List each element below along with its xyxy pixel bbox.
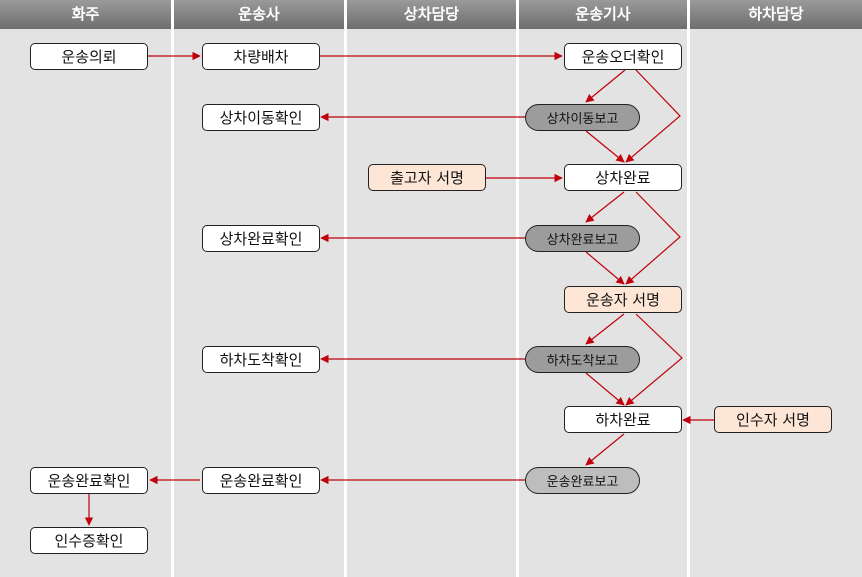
arrow-order-to-move-report	[585, 69, 626, 103]
arrow-carrier-sign-to-arrive-report	[585, 313, 625, 345]
node-loading-done-check: 상차완료확인	[202, 225, 320, 252]
node-vehicle-dispatch: 차량배차	[202, 43, 320, 70]
node-loading-done-report: 상차완료보고	[525, 225, 640, 252]
node-unloading-arrive-report: 하차도착보고	[525, 346, 640, 373]
node-shipper-sign: 출고자 서명	[368, 164, 486, 191]
arrow-move-report-to-loading-done	[585, 130, 625, 163]
node-loading-move-report: 상차이동보고	[525, 104, 640, 131]
arrow-carrier-sign-bypass-to-unloading-done	[625, 313, 683, 406]
arrow-loading-done-to-done-report	[585, 191, 625, 223]
node-carrier-sign: 운송자 서명	[564, 286, 682, 313]
node-loading-move-check: 상차이동확인	[202, 104, 320, 131]
node-carrier-complete-check: 운송완료확인	[202, 467, 320, 494]
node-order-confirm: 운송오더확인	[564, 43, 682, 70]
node-shipper-request: 운송의뢰	[30, 43, 148, 70]
arrow-done-report-to-carrier-sign	[585, 251, 625, 285]
arrow-loading-done-bypass-to-carrier-sign	[625, 191, 681, 285]
node-complete-report: 운송완료보고	[525, 467, 640, 494]
node-shipper-complete-check: 운송완료확인	[30, 467, 148, 494]
lane-header-unloading: 하차담당	[690, 0, 862, 29]
node-receiver-sign: 인수자 서명	[714, 406, 832, 433]
lane-loading: 상차담당	[347, 0, 516, 577]
lane-unloading: 하차담당	[690, 0, 862, 577]
node-loading-done: 상차완료	[564, 164, 682, 191]
arrow-order-bypass-to-loading-done	[625, 69, 681, 163]
arrow-unloading-done-to-complete-report	[585, 433, 625, 466]
node-unloading-done: 하차완료	[564, 406, 682, 433]
lane-header-shipper: 화주	[0, 0, 171, 29]
lane-header-carrier: 운송사	[174, 0, 344, 29]
node-receipt-check: 인수증확인	[30, 527, 148, 554]
arrow-arrive-report-to-unloading-done	[585, 372, 625, 406]
lane-header-loading: 상차담당	[347, 0, 516, 29]
lane-header-driver: 운송기사	[519, 0, 687, 29]
node-unloading-arrive-check: 하차도착확인	[202, 346, 320, 373]
